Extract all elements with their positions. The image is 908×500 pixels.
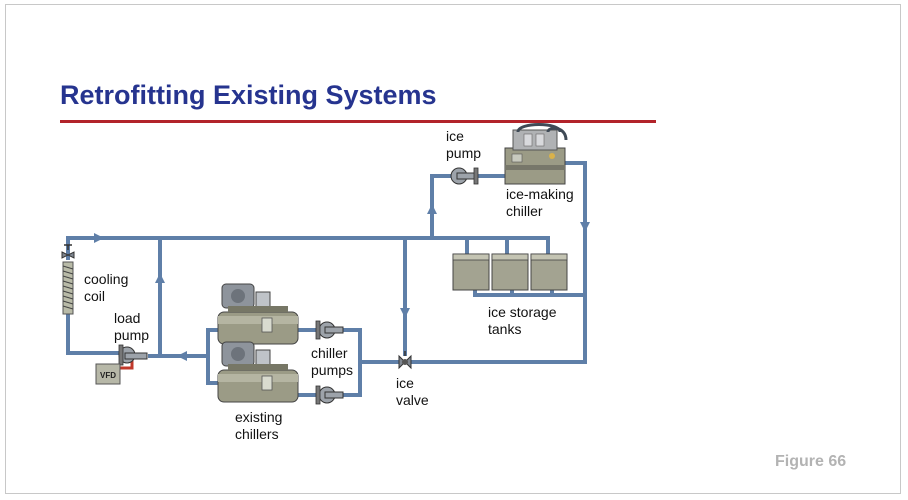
load-pump [118,344,148,366]
vfd-label: VFD [100,371,116,380]
vfd-box: VFD [95,363,121,385]
existing-chiller-1 [217,283,299,345]
flow-arrow-chiller-return [580,222,590,232]
piping [66,161,587,397]
flow-arrow-bypass [400,308,410,318]
coil-valve-icon [61,244,75,259]
ice-storage-tanks-label: ice storage tanks [488,304,560,337]
chiller-pump-1 [315,320,344,340]
existing-chillers-label: existing chillers [235,409,286,442]
ice-making-chiller-label: ice-making chiller [506,186,578,219]
cooling-coil-label: cooling coil [84,271,132,304]
ice-valve-label: ice valve [396,375,429,408]
load-pump-label: load pump [114,310,149,343]
ice-valve-icon [398,351,412,370]
slide-title: Retrofitting Existing Systems [60,80,437,110]
flow-arrow-ice-riser [427,204,437,214]
ice-tank-2 [491,253,529,291]
existing-chiller-2 [217,341,299,403]
flow-arrow-decoupler [155,273,165,283]
ice-pump-label: ice pump [446,128,481,161]
flow-arrows [94,204,590,361]
flow-arrow-supply [94,233,104,243]
flow-arrow-chiller-inlet [177,351,187,361]
cooling-coil [61,244,75,315]
chiller-pump-2 [315,385,344,405]
ice-pump [450,167,479,185]
ice-tank-3 [530,253,568,291]
ice-making-chiller [504,123,568,185]
ice-storage-tanks [452,253,568,291]
figure-number: Figure 66 [775,453,847,470]
title-rule [60,120,656,123]
slide-frame [5,4,901,494]
ice-tank-1 [452,253,490,291]
chiller-pumps-label: chiller pumps [311,345,353,378]
